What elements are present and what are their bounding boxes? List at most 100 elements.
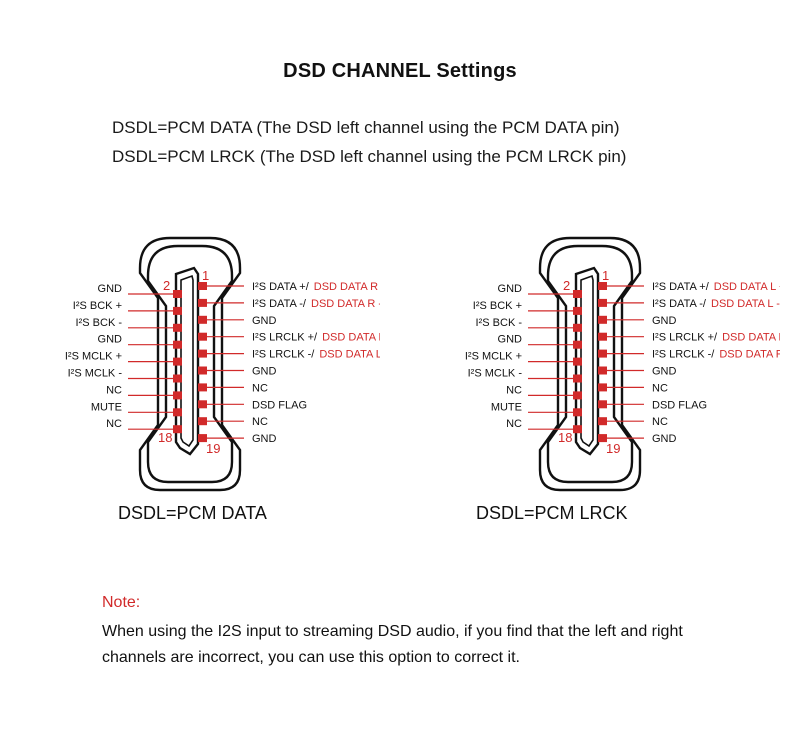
left-pin-label: NC xyxy=(106,384,122,396)
pin-pad xyxy=(598,282,607,290)
pin-pad xyxy=(198,400,207,409)
right-pin-label: NC xyxy=(252,416,268,428)
left-pin-label: GND xyxy=(498,283,523,295)
pin-number-18: 18 xyxy=(158,430,172,445)
right-pin-label: DSD FLAG xyxy=(652,399,707,411)
right-pin-label: I²S DATA +/DSD DATA L + xyxy=(652,281,780,293)
pin-pad xyxy=(598,332,607,341)
pin-pad xyxy=(173,374,182,383)
pin-pad xyxy=(173,391,182,400)
pin-number-2: 2 xyxy=(563,278,570,293)
left-pin-label: GND xyxy=(498,334,523,346)
pin-pad xyxy=(173,306,182,315)
right-pin-label: NC xyxy=(252,382,268,394)
description-line-1: DSDL=PCM DATA (The DSD left channel usin… xyxy=(112,118,620,137)
connector-outer-shell xyxy=(538,236,642,492)
right-pin-label: DSD FLAG xyxy=(252,399,307,411)
right-pin-label: GND xyxy=(252,315,277,327)
pin-pad xyxy=(573,323,582,332)
pin-pad xyxy=(198,298,207,307)
pin-pad xyxy=(573,290,582,298)
pin-number-19: 19 xyxy=(606,441,620,456)
pin-pad xyxy=(573,374,582,383)
pin-pad xyxy=(598,434,607,443)
right-pin-label: GND xyxy=(252,433,277,445)
pin-pad xyxy=(573,357,582,366)
pin-pad xyxy=(573,408,582,417)
diagram-caption-pcm-lrck: DSDL=PCM LRCK xyxy=(476,503,628,523)
pin-pad xyxy=(198,315,207,324)
diagram-caption-pcm-data: DSDL=PCM DATA xyxy=(118,503,267,523)
right-pin-label: GND xyxy=(652,433,677,445)
page-title: DSD CHANNEL Settings xyxy=(283,60,517,82)
pin-pad xyxy=(198,349,207,358)
pin-pad xyxy=(173,425,182,434)
left-pin-label: I²S BCK - xyxy=(476,317,523,329)
left-pin-label: NC xyxy=(106,418,122,430)
connector-inner-shell xyxy=(146,244,234,484)
left-pin-label: MUTE xyxy=(91,401,122,413)
pin-pad xyxy=(198,434,207,443)
left-pin-label: GND xyxy=(98,334,123,346)
pin-pad xyxy=(598,383,607,392)
pin-number-1: 1 xyxy=(202,268,209,283)
right-pin-label: GND xyxy=(252,366,277,378)
pin-pad xyxy=(573,425,582,434)
connector-inner-shell xyxy=(546,244,634,484)
pin-pad xyxy=(598,400,607,409)
left-pin-label: GND xyxy=(98,283,123,295)
pin-pad xyxy=(173,323,182,332)
pin-pad xyxy=(198,332,207,341)
pin-pad xyxy=(173,408,182,417)
pin-pad xyxy=(573,306,582,315)
pin-pad xyxy=(598,315,607,324)
note-label: Note: xyxy=(102,594,141,611)
connector-slot-inner xyxy=(580,274,594,448)
pin-number-18: 18 xyxy=(558,430,572,445)
pin-pad xyxy=(173,340,182,349)
pin-number-1: 1 xyxy=(602,268,609,283)
right-pin-label: GND xyxy=(652,366,677,378)
left-pin-label: I²S MCLK - xyxy=(468,368,523,380)
right-pin-label: I²S DATA -/DSD DATA R - xyxy=(252,298,380,310)
pin-pad xyxy=(198,417,207,426)
right-pin-label: I²S DATA +/DSD DATA R + xyxy=(252,281,380,293)
connector-slot-inner xyxy=(180,274,194,448)
left-pin-label: NC xyxy=(506,418,522,430)
right-pin-label: NC xyxy=(652,416,668,428)
pin-pad xyxy=(173,357,182,366)
left-pin-label: I²S BCK - xyxy=(76,317,123,329)
hdmi-pinout-diagram-pcm-lrck: 2 1 18 19 GND I²S BCK + I²S BCK - GND I²S MCLK +… xyxy=(400,228,780,528)
pin-pad xyxy=(598,366,607,375)
right-pin-label: I²S LRCLK +/DSD DATA L + xyxy=(252,332,380,344)
pin-pad xyxy=(173,290,182,298)
pin-pad xyxy=(573,391,582,400)
hdmi-connector-graphic: 2 1 18 19 GND I²S BCK + I²S BCK - GND I²S MCLK +… xyxy=(465,236,780,492)
right-pin-label: I²S LRCLK +/DSD DATA R + xyxy=(652,332,780,344)
connector-slot xyxy=(174,266,200,456)
pin-pad xyxy=(598,298,607,307)
connector-slot xyxy=(574,266,600,456)
right-pin-label: I²S LRCLK -/DSD DATA L - xyxy=(252,349,380,361)
pin-pad xyxy=(573,340,582,349)
description-line-2: DSDL=PCM LRCK (The DSD left channel usin… xyxy=(112,147,627,166)
left-pin-label: I²S BCK + xyxy=(73,300,122,312)
right-pin-label: I²S DATA -/DSD DATA L - xyxy=(652,298,780,310)
pin-pad xyxy=(198,383,207,392)
pin-number-2: 2 xyxy=(163,278,170,293)
left-pin-label: I²S BCK + xyxy=(473,300,522,312)
pin-pad xyxy=(598,349,607,358)
left-pin-label: MUTE xyxy=(491,401,522,413)
pin-pad xyxy=(198,366,207,375)
left-pin-label: NC xyxy=(506,384,522,396)
left-pin-label: I²S MCLK + xyxy=(465,351,522,363)
right-pin-label: GND xyxy=(652,315,677,327)
left-pin-label: I²S MCLK + xyxy=(65,351,122,363)
pin-pad xyxy=(598,417,607,426)
right-pin-label: NC xyxy=(652,382,668,394)
right-pin-label: I²S LRCLK -/DSD DATA R - xyxy=(652,349,780,361)
connector-outer-shell xyxy=(138,236,242,492)
note-text: When using the I2S input to streaming DS… xyxy=(102,623,683,666)
